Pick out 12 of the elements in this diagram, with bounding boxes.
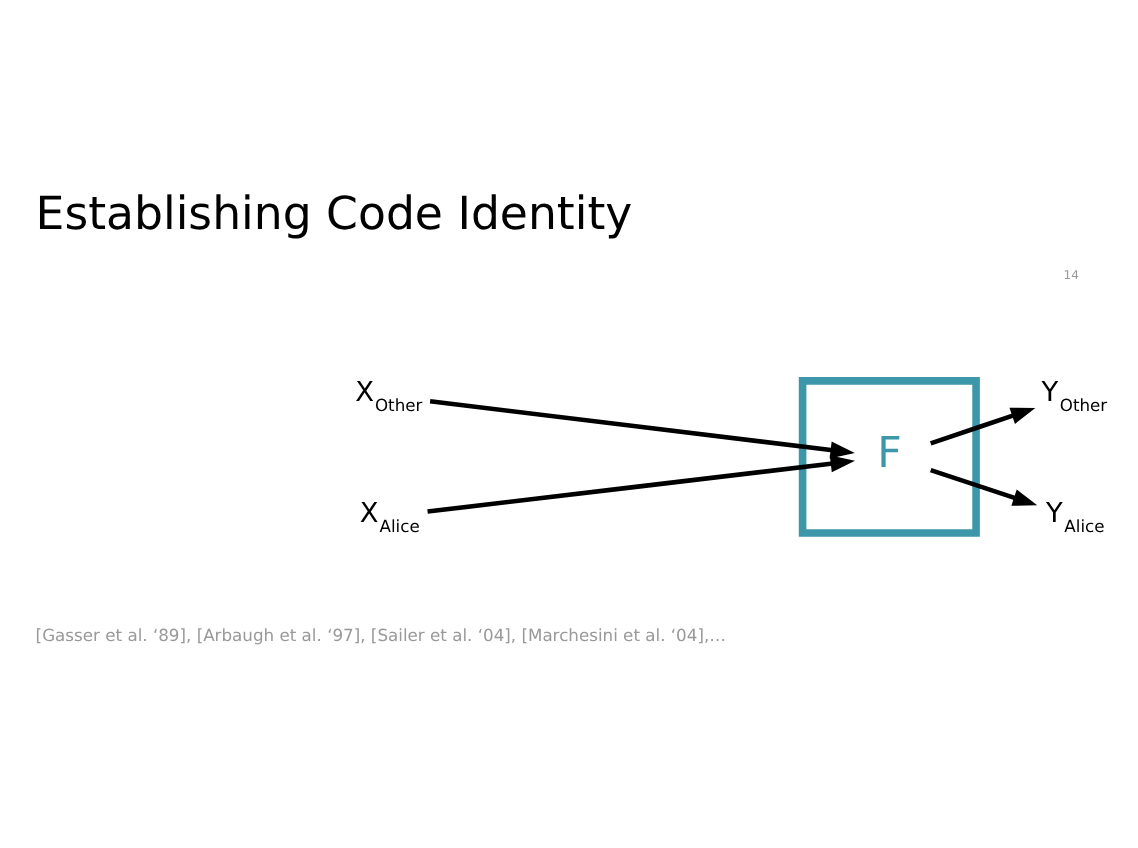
cluster xyxy=(798,376,980,536)
node-text: Y$_{Other}$ xyxy=(1041,376,1108,415)
node-text: F xyxy=(877,428,902,479)
arrow xyxy=(930,466,1038,505)
node-text: X$_{Other}$ xyxy=(355,376,423,415)
node-text: Y$_{Alice}$ xyxy=(1046,496,1105,535)
label: [Gasser et al. ‘89], [Arbaugh et al. ‘97], [Sailer et al. ‘04], [Marchesini et al. ‘04],… xyxy=(35,623,726,644)
arrow xyxy=(929,406,1036,445)
node-text: X$_{Alice}$ xyxy=(359,496,420,535)
arrow xyxy=(429,397,855,458)
arrow xyxy=(427,454,856,513)
diagram-title: Establishing Code Identity xyxy=(35,187,633,240)
